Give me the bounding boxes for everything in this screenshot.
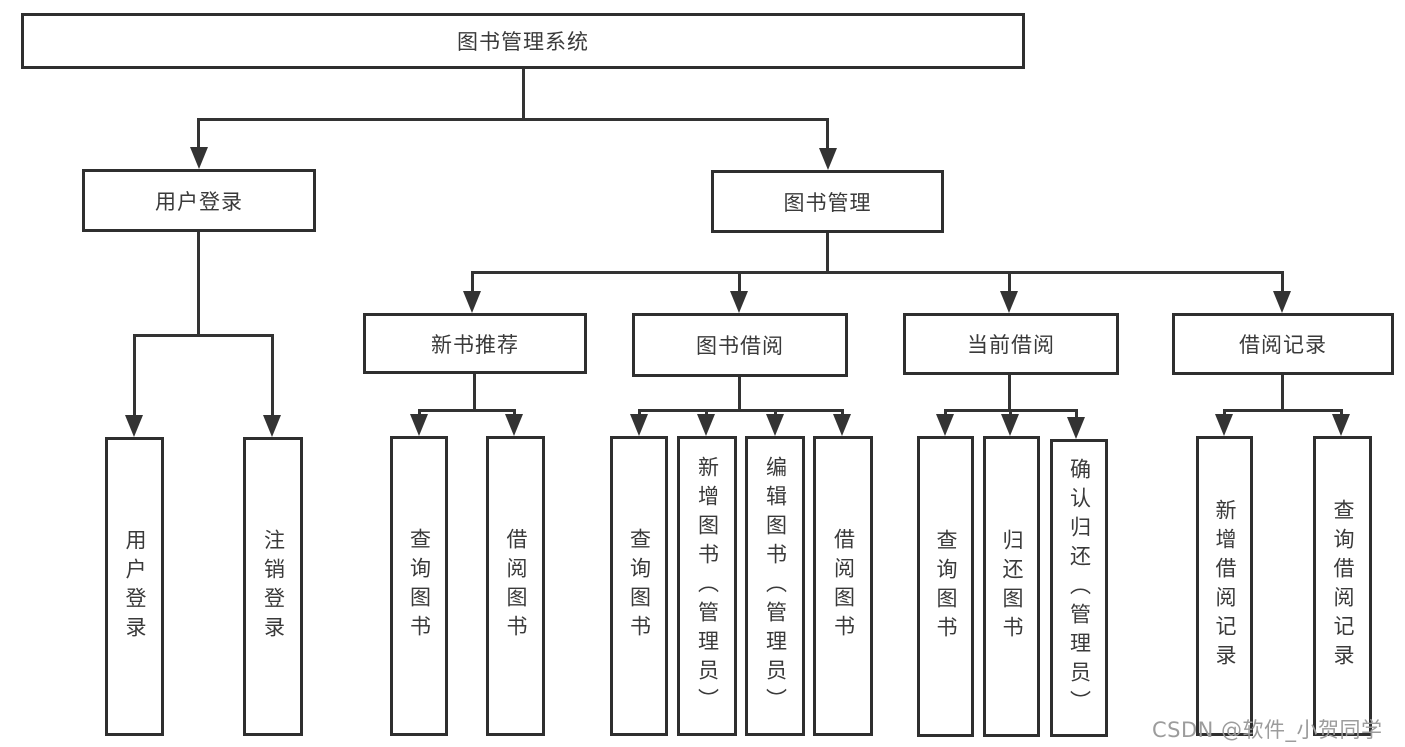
edge-book-management-trunk — [826, 233, 829, 274]
leaf-user-login-label: 用户登录 — [123, 528, 147, 645]
edge-stem-current-borrow — [1008, 271, 1011, 292]
leaf-cb-confirm-return-admin: 确认归还（管理员） — [1050, 439, 1108, 737]
arrowhead-nb-borrow — [505, 414, 523, 436]
node-book-borrow-label: 图书借阅 — [696, 334, 784, 358]
leaf-logout: 注销登录 — [243, 437, 303, 736]
node-borrow-records: 借阅记录 — [1172, 313, 1394, 375]
edge-stem-br-add — [1223, 409, 1226, 415]
arrowhead-book-management — [819, 148, 837, 170]
edge-stem-nb-query — [418, 409, 421, 415]
leaf-cb-query-books: 查询图书 — [917, 436, 974, 737]
leaf-nb-query-books: 查询图书 — [390, 436, 448, 736]
edge-user-login-branch — [133, 334, 274, 337]
arrowhead-nb-query — [410, 414, 428, 436]
edge-stem-br-query — [1340, 409, 1343, 415]
leaf-bb-borrow-books: 借阅图书 — [813, 436, 873, 736]
arrowhead-cb-query — [936, 414, 954, 436]
arrowhead-borrow-records — [1273, 291, 1291, 313]
leaf-bb-edit-books-admin-label: 编辑图书（管理员） — [763, 455, 788, 717]
edge-stem-bb-add — [705, 409, 708, 415]
edge-book-borrow-branch — [638, 409, 843, 412]
node-user-login-label: 用户登录 — [155, 189, 243, 214]
arrowhead-bb-edit — [766, 414, 784, 436]
arrowhead-br-add — [1215, 414, 1233, 436]
node-book-management: 图书管理 — [711, 170, 944, 233]
edge-stem-cb-return — [1009, 409, 1012, 415]
node-book-management-label: 图书管理 — [783, 190, 872, 215]
edge-level3-branch — [471, 271, 1284, 274]
leaf-bb-add-books-admin: 新增图书（管理员） — [677, 436, 737, 736]
node-current-borrow: 当前借阅 — [903, 313, 1119, 375]
edge-new-book-branch — [418, 409, 516, 412]
edge-new-book-trunk — [473, 374, 476, 412]
edge-book-borrow-trunk — [738, 377, 741, 412]
edge-borrow-records-trunk — [1281, 375, 1284, 412]
csdn-watermark: CSDN @软件_小贺同学 — [1152, 718, 1383, 742]
edge-stem-cb-confirm — [1075, 409, 1078, 418]
edge-stem-leaf-login — [133, 334, 136, 416]
leaf-br-query-record-label: 查询借阅记录 — [1331, 499, 1355, 673]
node-new-book-recommend-label: 新书推荐 — [431, 332, 519, 357]
leaf-cb-query-books-label: 查询图书 — [934, 528, 958, 645]
leaf-logout-label: 注销登录 — [261, 528, 286, 645]
node-new-book-recommend: 新书推荐 — [363, 313, 587, 374]
arrowhead-user-login — [190, 147, 208, 169]
edge-root-trunk — [522, 69, 525, 118]
node-user-login: 用户登录 — [82, 169, 316, 232]
arrowhead-cb-return — [1001, 414, 1019, 436]
node-book-borrow: 图书借阅 — [632, 313, 848, 377]
node-root-label: 图书管理系统 — [457, 30, 589, 54]
leaf-bb-add-books-admin-label: 新增图书（管理员） — [695, 455, 720, 717]
leaf-bb-query-books: 查询图书 — [610, 436, 668, 736]
arrowhead-bb-borrow — [833, 414, 851, 436]
edge-stem-new-book — [471, 271, 474, 292]
arrowhead-bb-query — [630, 414, 648, 436]
node-current-borrow-label: 当前借阅 — [967, 333, 1055, 357]
edge-stem-leaf-logout — [271, 334, 274, 416]
edge-stem-cb-query — [944, 409, 947, 415]
arrowhead-book-borrow — [730, 291, 748, 313]
edge-stem-borrow-records — [1281, 271, 1284, 292]
arrowhead-leaf-logout — [263, 415, 281, 437]
arrowhead-br-query — [1332, 414, 1350, 436]
leaf-br-add-record: 新增借阅记录 — [1196, 436, 1253, 736]
leaf-cb-confirm-return-admin-label: 确认归还（管理员） — [1067, 457, 1092, 719]
leaf-bb-edit-books-admin: 编辑图书（管理员） — [745, 436, 805, 736]
leaf-bb-borrow-books-label: 借阅图书 — [831, 528, 856, 644]
node-root: 图书管理系统 — [21, 13, 1025, 69]
arrowhead-new-book — [463, 291, 481, 313]
arrowhead-bb-add — [697, 414, 715, 436]
leaf-bb-query-books-label: 查询图书 — [627, 528, 652, 644]
edge-stem-bb-borrow — [841, 409, 844, 415]
edge-stem-bb-query — [638, 409, 641, 415]
arrowhead-current-borrow — [1000, 291, 1018, 313]
edge-user-login-trunk — [197, 232, 200, 337]
edge-level1-branch — [197, 118, 829, 121]
arrowhead-leaf-login — [125, 415, 143, 437]
leaf-cb-return-books-label: 归还图书 — [1000, 528, 1024, 645]
edge-current-borrow-trunk — [1008, 375, 1011, 412]
leaf-br-query-record: 查询借阅记录 — [1313, 436, 1372, 736]
leaf-user-login: 用户登录 — [105, 437, 164, 736]
leaf-br-add-record-label: 新增借阅记录 — [1213, 499, 1237, 673]
edge-stem-book-management — [826, 118, 829, 149]
edge-stem-user-login — [197, 118, 200, 149]
edge-stem-book-borrow — [738, 271, 741, 292]
node-borrow-records-label: 借阅记录 — [1239, 333, 1327, 357]
edge-borrow-records-branch — [1223, 409, 1342, 412]
leaf-nb-query-books-label: 查询图书 — [407, 528, 432, 644]
edge-stem-nb-borrow — [513, 409, 516, 415]
leaf-nb-borrow-books-label: 借阅图书 — [504, 528, 528, 644]
leaf-nb-borrow-books: 借阅图书 — [486, 436, 545, 736]
arrowhead-cb-confirm — [1067, 417, 1085, 439]
leaf-cb-return-books: 归还图书 — [983, 436, 1040, 737]
edge-stem-bb-edit — [774, 409, 777, 415]
